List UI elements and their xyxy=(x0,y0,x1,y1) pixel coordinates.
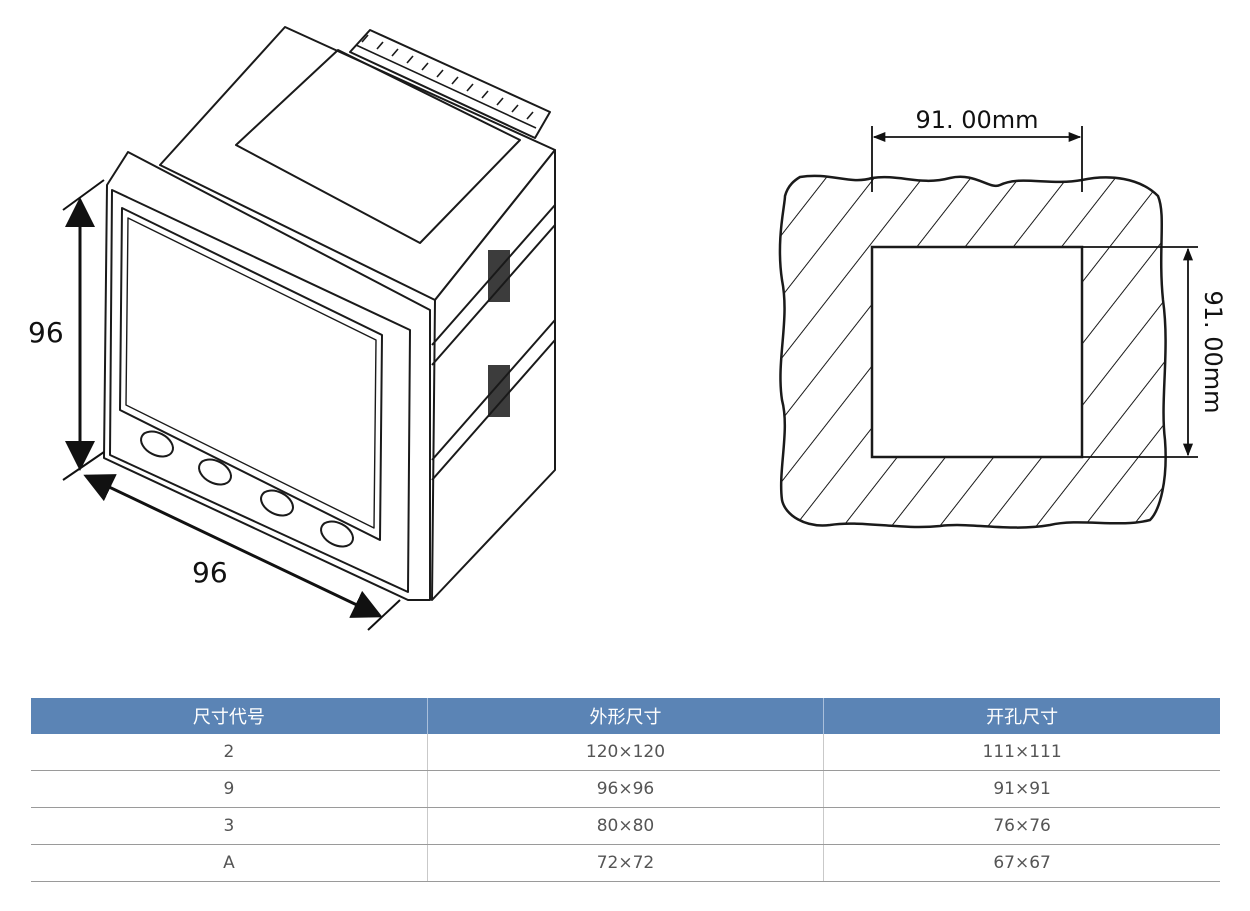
outer-size-cell: 120×120 xyxy=(427,734,825,771)
cutout-height-label: 91. 00mm xyxy=(1199,290,1227,413)
terminal-teeth xyxy=(355,34,537,129)
meter-button-1 xyxy=(140,430,174,458)
cutout-size-cell: 111×111 xyxy=(823,734,1220,771)
meter-height-label: 96 xyxy=(28,316,64,349)
cutout-height-dimension xyxy=(1082,246,1198,458)
table-header-row: 尺寸代号 外形尺寸 开孔尺寸 xyxy=(31,698,1220,734)
meter-width-dimension xyxy=(83,474,401,631)
header-cutout-size: 开孔尺寸 xyxy=(823,698,1220,734)
table-row: 3 80×80 76×76 xyxy=(31,807,1220,845)
cutout-size-cell: 91×91 xyxy=(823,770,1220,808)
cutout-size-cell: 76×76 xyxy=(823,807,1220,845)
dimension-spec-table: 尺寸代号 外形尺寸 开孔尺寸 2 120×120 111×111 9 96×96… xyxy=(31,698,1220,882)
table-row: A 72×72 67×67 xyxy=(31,844,1220,882)
side-clips xyxy=(488,250,510,417)
outer-size-cell: 72×72 xyxy=(427,844,825,882)
meter-drawing xyxy=(103,26,556,601)
size-code-cell: 9 xyxy=(31,770,428,808)
header-size-code: 尺寸代号 xyxy=(31,698,428,734)
technical-drawing: 96 96 91. 00mm 91. 00mm xyxy=(28,26,1227,631)
cutout-size-cell: 67×67 xyxy=(823,844,1220,882)
cutout-width-dimension xyxy=(871,126,1083,192)
table-row: 2 120×120 111×111 xyxy=(31,734,1220,771)
meter-height-dimension xyxy=(62,179,105,481)
outer-size-cell: 80×80 xyxy=(427,807,825,845)
header-outer-size: 外形尺寸 xyxy=(427,698,825,734)
cutout-drawing xyxy=(778,174,1167,529)
meter-top-label xyxy=(235,49,521,244)
size-code-cell: 2 xyxy=(31,734,428,771)
panel-cutout xyxy=(870,245,1084,459)
table-row: 9 96×96 91×91 xyxy=(31,770,1220,808)
cutout-width-label: 91. 00mm xyxy=(915,106,1038,134)
meter-width-label: 96 xyxy=(192,556,228,589)
size-code-cell: 3 xyxy=(31,807,428,845)
meter-bezel-inner xyxy=(109,189,411,593)
size-code-cell: A xyxy=(31,844,428,882)
outer-size-cell: 96×96 xyxy=(427,770,825,808)
